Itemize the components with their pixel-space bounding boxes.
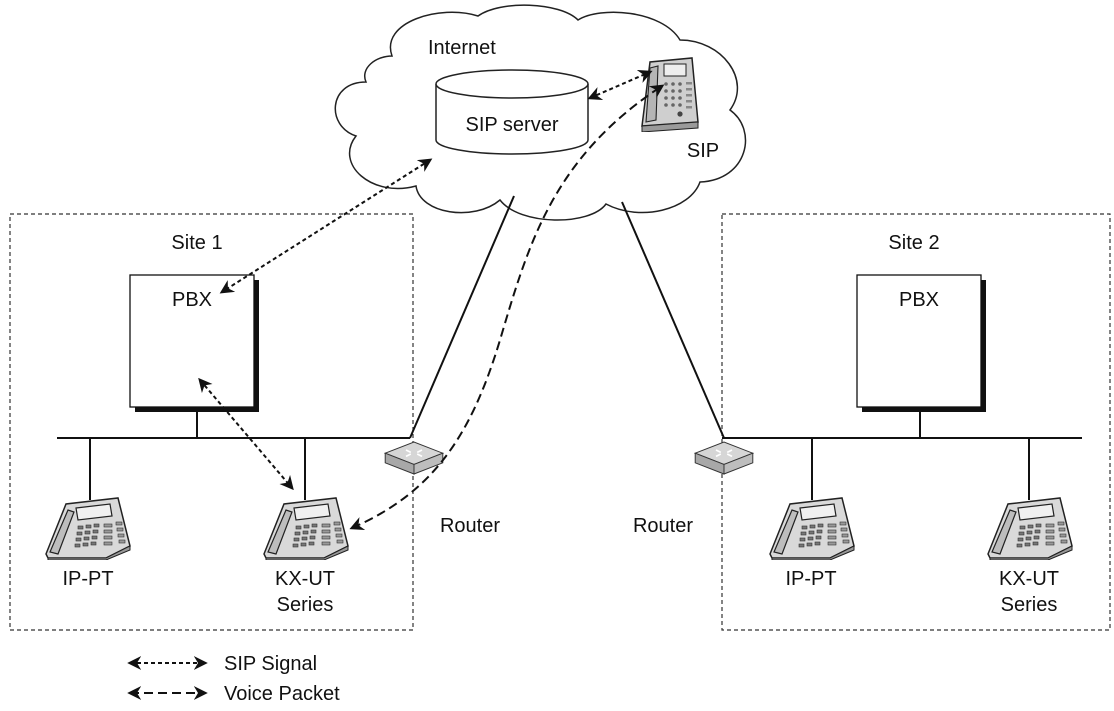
sip-signal-pbx-phone xyxy=(198,377,294,491)
legend-voice-packet-label: Voice Packet xyxy=(224,683,340,705)
site2-phone1-label: IP-PT xyxy=(785,568,836,590)
ip-phone-icon xyxy=(769,497,855,560)
router-left-label: Router xyxy=(440,515,500,537)
site2-lan xyxy=(722,407,1082,500)
internet-label: Internet xyxy=(428,37,496,59)
uplink-site2 xyxy=(621,201,725,439)
sip-signal-server-pbx xyxy=(219,158,433,294)
site2-pbx-label: PBX xyxy=(899,289,939,311)
site2-phone2-label-line1: KX-UT xyxy=(999,568,1059,590)
site1-phone2-label-line1: KX-UT xyxy=(275,568,335,590)
router-right-label: Router xyxy=(633,515,693,537)
sip-phone-label: SIP xyxy=(687,140,719,162)
site1-pbx-label: PBX xyxy=(172,289,212,311)
site1-phone1-label: IP-PT xyxy=(62,568,113,590)
site2-label: Site 2 xyxy=(888,232,939,254)
site2-box xyxy=(721,213,1111,631)
router-icon xyxy=(694,441,754,475)
sip-server-label: SIP server xyxy=(466,114,559,136)
voice-packet-path xyxy=(349,84,665,530)
desk-phone-icon xyxy=(641,57,699,132)
ip-phone-icon xyxy=(45,497,131,560)
site1-lan xyxy=(57,407,410,500)
legend-sip-signal-label: SIP Signal xyxy=(224,653,317,675)
ip-phone-icon xyxy=(263,497,349,560)
uplink-site1 xyxy=(409,195,515,439)
ip-phone-icon xyxy=(987,497,1073,560)
site2-pbx xyxy=(856,274,982,408)
site1-label: Site 1 xyxy=(171,232,222,254)
database-icon xyxy=(435,69,589,155)
site2-phone2-label-line2: Series xyxy=(1001,594,1058,616)
site1-phone2-label-line2: Series xyxy=(277,594,334,616)
